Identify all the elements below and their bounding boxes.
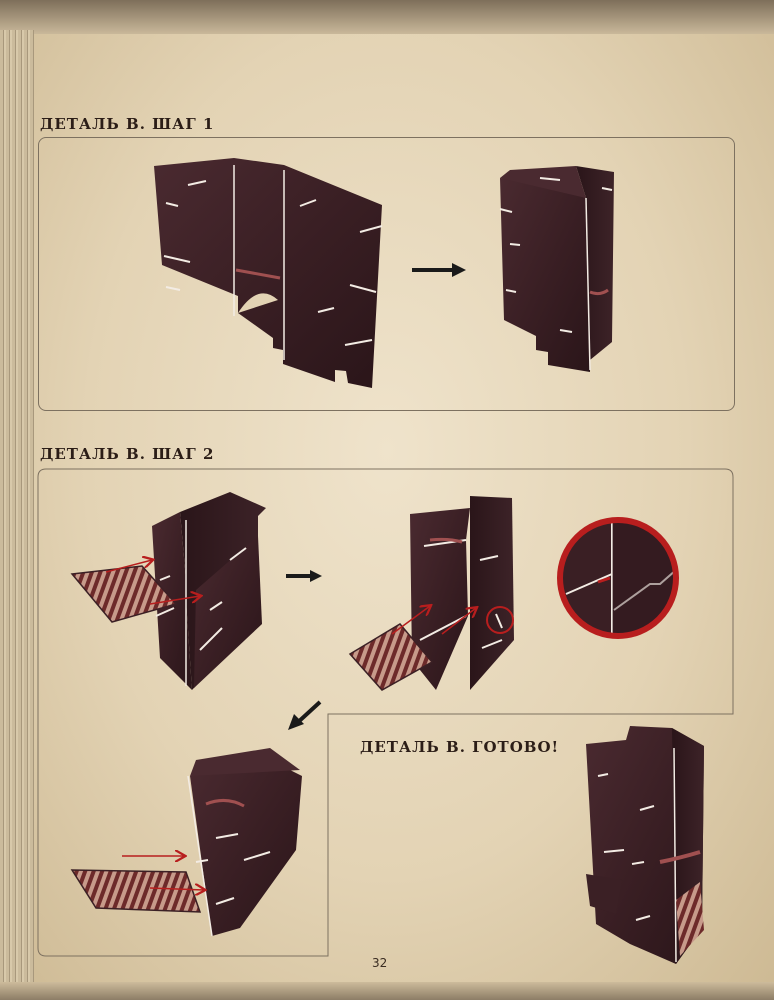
page-top-shadow xyxy=(0,0,774,34)
book-page-edges xyxy=(0,30,34,1000)
arrow-right-icon xyxy=(412,263,466,277)
magnifier-circle-icon xyxy=(557,517,679,639)
step1-heading: ДЕТАЛЬ В. ШАГ 1 xyxy=(40,115,215,133)
step2-frame xyxy=(37,468,734,957)
step2-heading: ДЕТАЛЬ В. ШАГ 2 xyxy=(40,445,215,463)
step2-tower-middle xyxy=(348,496,514,691)
step1-flat-part xyxy=(154,158,383,388)
step2-tower-left xyxy=(70,492,266,690)
done-tower xyxy=(586,726,704,964)
book-bottom-edge xyxy=(0,982,774,1000)
arrow-down-left-icon xyxy=(288,700,322,730)
step1-frame xyxy=(38,137,735,411)
step2-tower-lower xyxy=(70,748,302,937)
arrow-right-small-icon xyxy=(286,570,322,582)
step1-folded-part xyxy=(499,166,614,372)
page-number: 32 xyxy=(372,956,388,970)
done-heading: ДЕТАЛЬ В. ГОТОВО! xyxy=(360,738,560,756)
